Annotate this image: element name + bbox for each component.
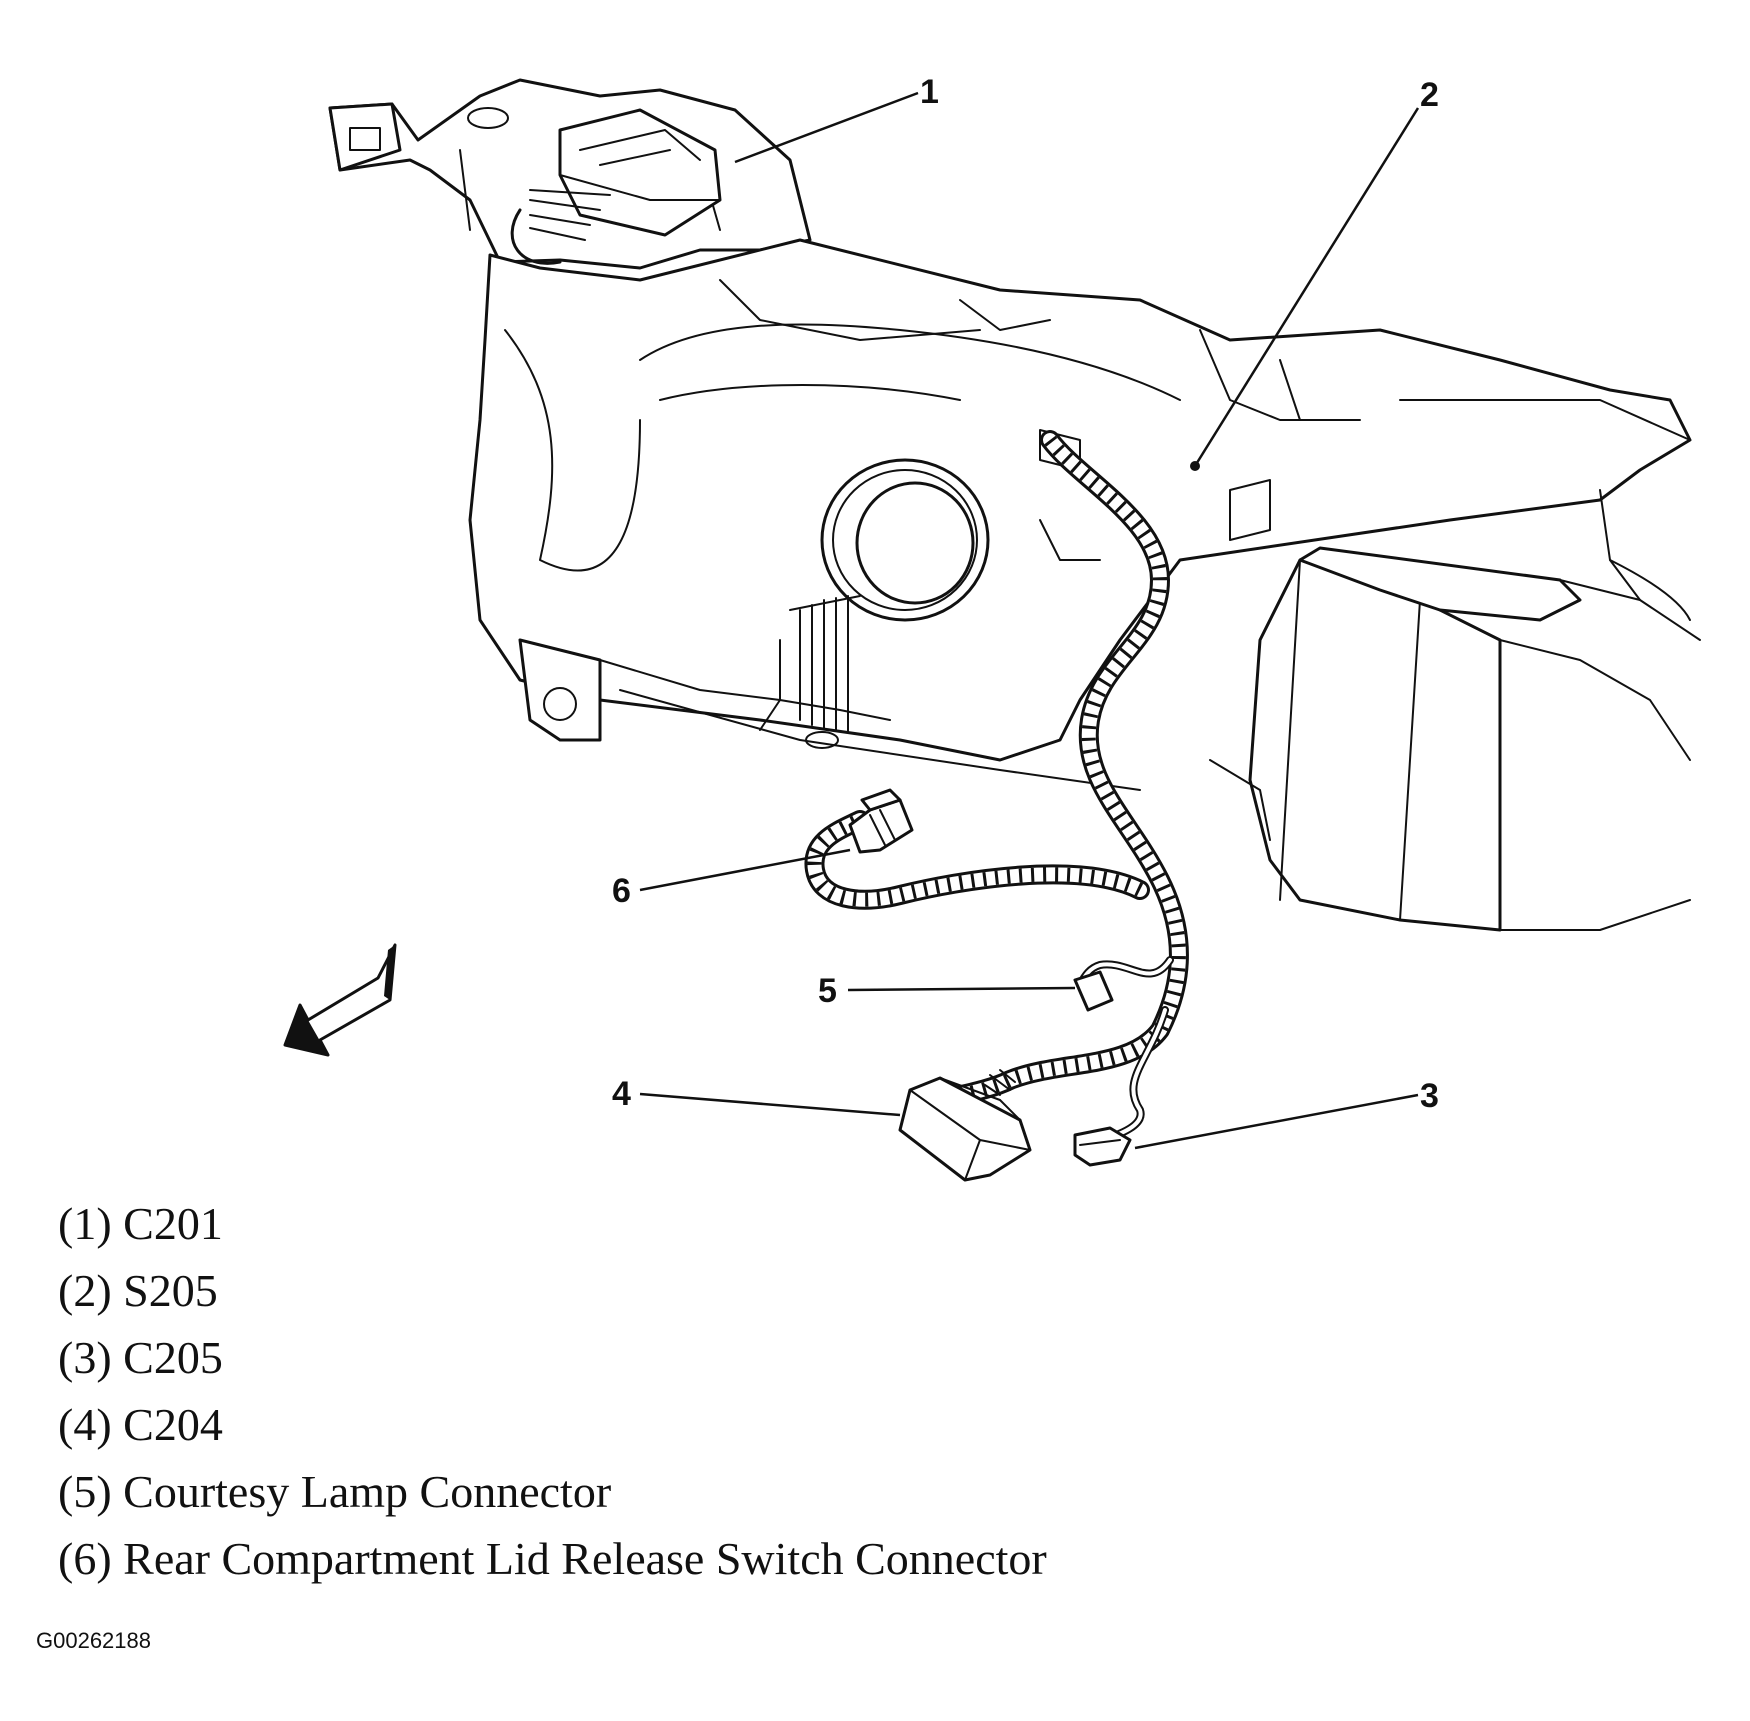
legend-number: (3)	[58, 1332, 112, 1383]
legend-label: Courtesy Lamp Connector	[123, 1466, 612, 1517]
c204-connector	[898, 1069, 1032, 1182]
callout-5: 5	[818, 972, 837, 1010]
callout-6: 6	[612, 872, 631, 910]
leader-lines	[639, 91, 1420, 1150]
legend-item: (5) Courtesy Lamp Connector	[58, 1458, 1047, 1525]
legend-label: Rear Compartment Lid Release Switch Conn…	[123, 1533, 1047, 1584]
courtesy-lamp-connector	[1073, 970, 1114, 1012]
callout-3: 3	[1420, 1077, 1439, 1115]
right-housing	[1209, 546, 1701, 932]
legend-number: (6)	[58, 1533, 112, 1584]
dash-beam	[468, 238, 1692, 762]
legend-list: (1) C201 (2) S205 (3) C205 (4) C204 (5) …	[58, 1190, 1047, 1592]
leader-3	[1134, 1093, 1419, 1150]
leader-5	[847, 986, 1076, 992]
callout-4: 4	[612, 1075, 631, 1113]
ribbon-cable	[789, 595, 861, 733]
legend-number: (2)	[58, 1265, 112, 1316]
legend-item: (4) C204	[58, 1391, 1047, 1458]
wiring-harness	[804, 430, 1189, 1144]
legend-item: (2) S205	[58, 1257, 1047, 1324]
legend-number: (4)	[58, 1399, 112, 1450]
lid-release-switch-connector	[848, 788, 914, 854]
leader-6	[639, 848, 851, 892]
legend-item: (1) C201	[58, 1190, 1047, 1257]
leader-4	[639, 1092, 901, 1117]
legend-item: (3) C205	[58, 1324, 1047, 1391]
legend-label: C201	[123, 1198, 223, 1249]
callout-1: 1	[920, 73, 939, 111]
c205-connector	[1073, 1126, 1132, 1167]
legend-number: (5)	[58, 1466, 112, 1517]
legend-label: S205	[123, 1265, 218, 1316]
callout-2: 2	[1420, 76, 1439, 114]
leader-2	[1193, 107, 1420, 467]
front-direction-arrow-icon	[283, 943, 397, 1057]
legend-number: (1)	[58, 1198, 112, 1249]
figure-id: G00262188	[36, 1628, 151, 1653]
leader-1	[734, 91, 919, 164]
legend-item: (6) Rear Compartment Lid Release Switch …	[58, 1525, 1047, 1592]
legend-label: C204	[123, 1399, 223, 1450]
legend-label: C205	[123, 1332, 223, 1383]
c201-connector	[510, 108, 722, 265]
air-vent	[820, 458, 990, 622]
lower-bracket	[518, 638, 1141, 791]
